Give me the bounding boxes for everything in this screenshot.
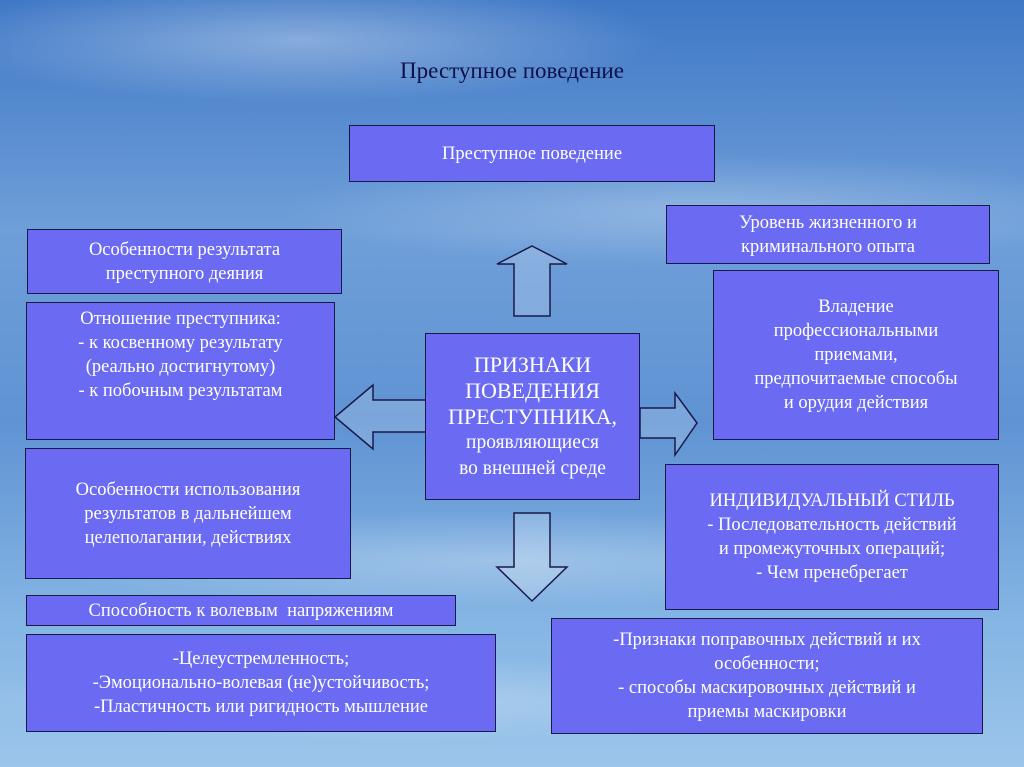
- attitude-line-3: (реально достигнутому): [85, 357, 276, 377]
- slide-title: Преступное поведение: [400, 58, 624, 83]
- center-line-4: проявляющиеся: [466, 431, 599, 453]
- box-result-features: Особенности результата преступного деяни…: [27, 229, 342, 294]
- skills-line-4: предпочитаемые способы: [754, 369, 958, 389]
- box-experience: Уровень жизненного и криминального опыта: [666, 205, 990, 264]
- header-box-text: Преступное поведение: [441, 143, 623, 164]
- use-features-line-1: Особенности использования: [75, 479, 301, 500]
- center-box: ПРИЗНАКИ ПОВЕДЕНИЯ ПРЕСТУПНИКА, проявляю…: [425, 333, 640, 500]
- center-line-1: ПРИЗНАКИ: [473, 351, 592, 377]
- corrective-line-3: - способы маскировочных действий и: [618, 678, 916, 698]
- box-attitude: Отношение преступника: - к косвенному ре…: [26, 302, 335, 440]
- attitude-line-4: - к побочным результатам: [78, 381, 283, 401]
- qualities-line-3: -Пластичность или ригидность мышление: [94, 697, 428, 717]
- qualities-line-2: -Эмоционально-волевая (не)устойчивость;: [92, 673, 430, 693]
- box-use-features: Особенности использования результатов в …: [25, 448, 351, 579]
- skills-line-2: профессиональными: [773, 321, 939, 341]
- center-line-2: ПОВЕДЕНИЯ: [465, 377, 600, 403]
- use-features-line-3: целеполагании, действиях: [84, 527, 292, 548]
- box-qualities: -Целеустремленность; -Эмоционально-волев…: [26, 634, 496, 732]
- arrow-right-icon: [639, 390, 698, 458]
- box-skills: Владение профессиональными приемами, пре…: [713, 270, 999, 440]
- result-features-line-2: преступного деяния: [105, 263, 264, 284]
- qualities-line-1: -Целеустремленность;: [172, 649, 350, 669]
- use-features-line-2: результатов в дальнейшем: [84, 503, 292, 524]
- experience-line-1: Уровень жизненного и: [739, 212, 917, 233]
- style-line-2: - Последовательность действий: [707, 515, 957, 535]
- box-corrective: -Признаки поправочных действий и их особ…: [551, 618, 983, 734]
- attitude-line-1: Отношение преступника:: [80, 309, 281, 329]
- style-line-3: и промежуточных операций;: [718, 539, 946, 559]
- skills-line-1: Владение: [818, 297, 894, 317]
- attitude-line-2: - к косвенному результату: [78, 333, 283, 353]
- skills-line-3: приемами,: [814, 345, 898, 365]
- corrective-line-4: приемы маскировки: [687, 702, 847, 722]
- center-line-3: ПРЕСТУПНИКА,: [448, 403, 617, 429]
- corrective-line-2: особенности;: [714, 654, 820, 674]
- result-features-line-1: Особенности результата: [88, 239, 281, 260]
- experience-line-2: криминального опыта: [741, 236, 915, 257]
- style-line-4: - Чем пренебрегает: [756, 563, 908, 583]
- corrective-line-1: -Признаки поправочных действий и их: [613, 630, 921, 650]
- arrow-up-icon: [496, 245, 568, 317]
- center-line-5: во внешней среде: [459, 457, 606, 479]
- volitional-text: Способность к волевым напряжениям: [88, 600, 394, 621]
- arrow-down-icon: [495, 512, 569, 603]
- arrow-left-icon: [333, 383, 427, 451]
- box-volitional: Способность к волевым напряжениям: [26, 595, 456, 626]
- style-line-1: ИНДИВИДУАЛЬНЫЙ СТИЛЬ: [709, 491, 955, 511]
- header-box: Преступное поведение: [349, 125, 715, 182]
- box-style: ИНДИВИДУАЛЬНЫЙ СТИЛЬ - Последовательност…: [665, 464, 999, 610]
- skills-line-5: и орудия действия: [783, 393, 929, 413]
